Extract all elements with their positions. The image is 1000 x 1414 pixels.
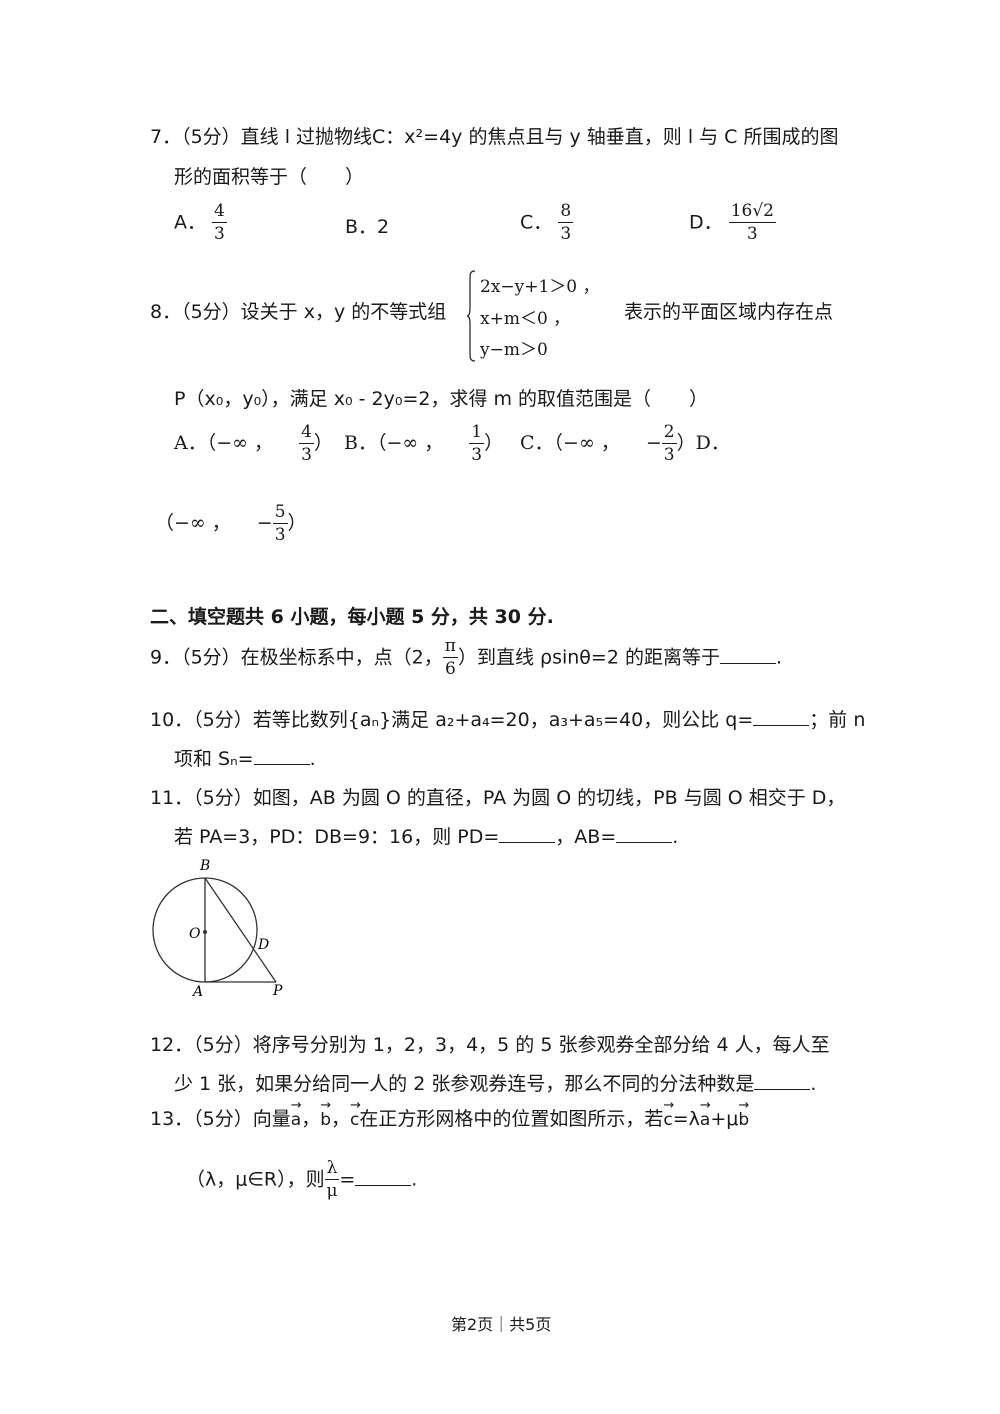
vector-b: b [320,1098,331,1130]
answer-blank [719,647,776,664]
q11-line1: 11．（5分）如图，AB 为圆 O 的直径，PA 为圆 O 的切线，PB 与圆 … [150,787,846,809]
vector-b: b [738,1098,749,1130]
answer-blank [499,826,556,843]
q8-lead: 8．（5分）设关于 x，y 的不等式组 [150,301,447,323]
q7-option-b: B．2 [345,216,390,238]
q8-tail: 表示的平面区域内存在点 [624,301,834,323]
q7-line1: 7．（5分）直线 l 过抛物线C：x²=4y 的焦点且与 y 轴垂直，则 l 与… [150,126,839,148]
secant-pb [204,877,277,983]
center-point [203,930,207,934]
section-heading: 二、填空题共 6 小题，每小题 5 分，共 30 分. [150,606,554,628]
label-p: P [272,983,283,999]
answer-blank [355,1169,412,1186]
circle-tangent-figure: B O D A P [152,858,283,1000]
page-footer: 第2页｜共5页 [451,1315,552,1334]
q11-line2: 若 PA=3，PD：DB=9：16，则 PD=，AB=. [174,826,679,848]
inequality-1: 2x−y+1＞0 ， [480,277,600,297]
answer-blank [754,1073,811,1090]
label-a: A [191,984,203,1000]
left-brace-icon [466,270,476,362]
q10-line1: 10．（5分）若等比数列{aₙ}满足 a₂+a₄=20，a₃+a₅=40，则公比… [150,709,866,731]
inequality-2: x+m＜0 ， [480,309,571,329]
q10-line2: 项和 Sₙ=. [174,748,316,770]
q13-line1: 13．（5分）向量a，b，c在正方形网格中的位置如图所示，若c=λa+μb [150,1098,749,1131]
inequality-system: 2x−y+1＞0 ， x+m＜0 ， y−m＞0 [466,270,600,362]
vector-c: c [663,1098,674,1130]
q12-line2: 少 1 张，如果分给同一人的 2 张参观券连号，那么不同的分法种数是. [174,1073,817,1095]
q7-line2: 形的面积等于（ ） [174,166,365,188]
answer-blank [616,826,673,843]
answer-blank [753,709,810,726]
vector-c: c [350,1098,361,1130]
inequality-3: y−m＞0 [480,340,548,360]
label-d: D [257,937,269,953]
label-o: O [189,926,201,942]
q12-line1: 12．（5分）将序号分别为 1，2，3，4，5 的 5 张参观券全部分给 4 人… [150,1034,830,1056]
label-b: B [199,858,210,874]
vector-a: a [291,1098,302,1130]
vector-a: a [700,1098,711,1130]
answer-blank [253,748,310,765]
q8-line2: P（x₀，y₀），满足 x₀ - 2y₀=2，求得 m 的取值范围是（ ） [174,388,709,410]
